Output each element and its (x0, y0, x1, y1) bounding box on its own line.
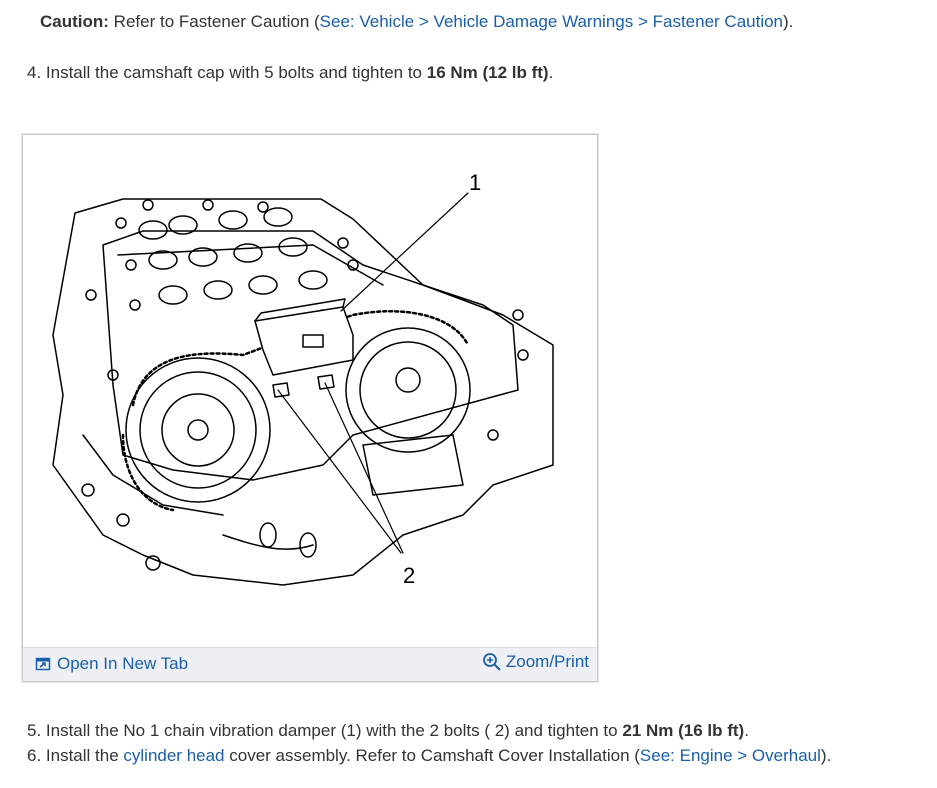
figure-container: 1 2 Open In New Tab Zoom/Print (22, 134, 598, 682)
steps-5-6: 5. Install the No 1 chain vibration damp… (27, 718, 831, 768)
open-in-new-tab-icon (35, 657, 51, 671)
step-4-text: 4. Install the camshaft cap with 5 bolts… (27, 63, 427, 82)
open-in-new-tab-label: Open In New Tab (57, 654, 189, 673)
caution-label: Caution: (40, 12, 109, 31)
open-in-new-tab-link[interactable]: Open In New Tab (35, 654, 188, 674)
callout-2: 2 (403, 563, 415, 588)
zoom-icon (482, 653, 501, 671)
step-4: 4. Install the camshaft cap with 5 bolts… (27, 63, 554, 82)
figure-toolbar: Open In New Tab Zoom/Print (23, 647, 597, 681)
camshaft-illustration[interactable]: 1 2 (23, 135, 597, 647)
step-5-text: 5. Install the No 1 chain vibration damp… (27, 721, 623, 740)
zoom-print-link[interactable]: Zoom/Print (482, 652, 589, 672)
caution-note: Caution: Refer to Fastener Caution (See:… (40, 12, 793, 32)
zoom-print-label: Zoom/Print (505, 652, 589, 671)
callout-1: 1 (469, 170, 481, 195)
cylinder-head-link[interactable]: cylinder head (123, 746, 225, 765)
fastener-caution-link[interactable]: See: Vehicle > Vehicle Damage Warnings >… (319, 12, 784, 31)
caution-close: ). (783, 12, 794, 31)
engine-overhaul-link[interactable]: See: Engine > Overhaul (639, 746, 821, 765)
caution-text: Refer to Fastener Caution ( (113, 12, 320, 31)
step-4-torque: 16 Nm (12 lb ft) (426, 63, 549, 82)
step-5: 5. Install the No 1 chain vibration damp… (27, 721, 749, 740)
step-6: 6. Install the cylinder head cover assem… (27, 746, 832, 765)
step-5-torque: 21 Nm (16 lb ft) (622, 721, 745, 740)
